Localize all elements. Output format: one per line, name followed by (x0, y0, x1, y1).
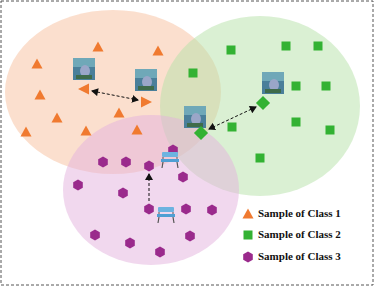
legend-label: Sample of Class 1 (258, 207, 341, 220)
legend-label: Sample of Class 2 (258, 228, 341, 241)
legend-label: Sample of Class 3 (258, 250, 341, 263)
